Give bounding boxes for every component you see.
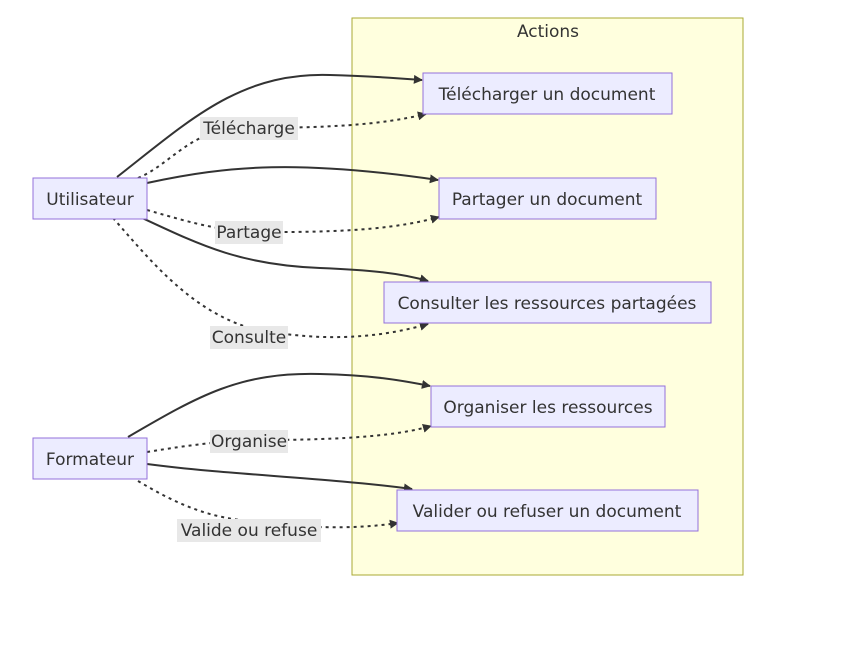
action-download-node: Télécharger un document [422, 72, 673, 115]
action-consult-label: Consulter les ressources partagées [398, 294, 697, 314]
label-bg-download [200, 117, 298, 140]
actor-user-node: Utilisateur [32, 177, 148, 220]
edge-label-consult: Consulte [212, 328, 287, 348]
edge-download-dotted [137, 111, 427, 179]
label-bg-organize [210, 430, 288, 453]
edge-trainer-to-organize [127, 372, 431, 438]
edge-organize-dotted [146, 423, 432, 453]
edge-label-share: Partage [216, 223, 281, 243]
actor-trainer-node: Formateur [32, 437, 148, 480]
action-validate-box [396, 489, 699, 532]
action-share-node: Partager un document [438, 177, 657, 220]
label-bg-share [215, 221, 283, 244]
action-organize-label: Organiser les ressources [443, 398, 652, 418]
edge-consult-dotted [112, 217, 429, 339]
edge-label-download: Télécharge [202, 119, 295, 139]
action-download-box [422, 72, 673, 115]
edge-labels: Télécharge Partage Consulte Organise Val… [177, 117, 321, 542]
edge-user-to-download [116, 73, 423, 178]
actor-trainer-box [32, 437, 148, 480]
action-consult-node: Consulter les ressources partagées [383, 281, 712, 324]
action-share-label: Partager un document [452, 190, 643, 210]
actions-subgraph-title: Actions [517, 22, 579, 42]
edge-label-organize: Organise [211, 432, 287, 452]
actor-user-label: Utilisateur [46, 190, 133, 210]
solid-edges [116, 73, 439, 493]
actor-user-box [32, 177, 148, 220]
action-download-label: Télécharger un document [438, 85, 656, 105]
edge-trainer-to-validate [146, 463, 413, 493]
action-organize-node: Organiser les ressources [430, 385, 666, 428]
actor-trainer-label: Formateur [46, 450, 134, 470]
edge-validate-dotted [137, 480, 399, 529]
action-share-box [438, 177, 657, 220]
edge-user-to-share [146, 166, 439, 184]
action-validate-label: Valider ou refuser un document [413, 502, 682, 522]
label-bg-validate [177, 519, 321, 542]
label-bg-consult [210, 326, 288, 349]
action-validate-node: Valider ou refuser un document [396, 489, 699, 532]
edge-label-validate: Valide ou refuse [181, 521, 318, 541]
action-consult-box [383, 281, 712, 324]
action-organize-box [430, 385, 666, 428]
edge-user-to-consult [137, 215, 429, 284]
